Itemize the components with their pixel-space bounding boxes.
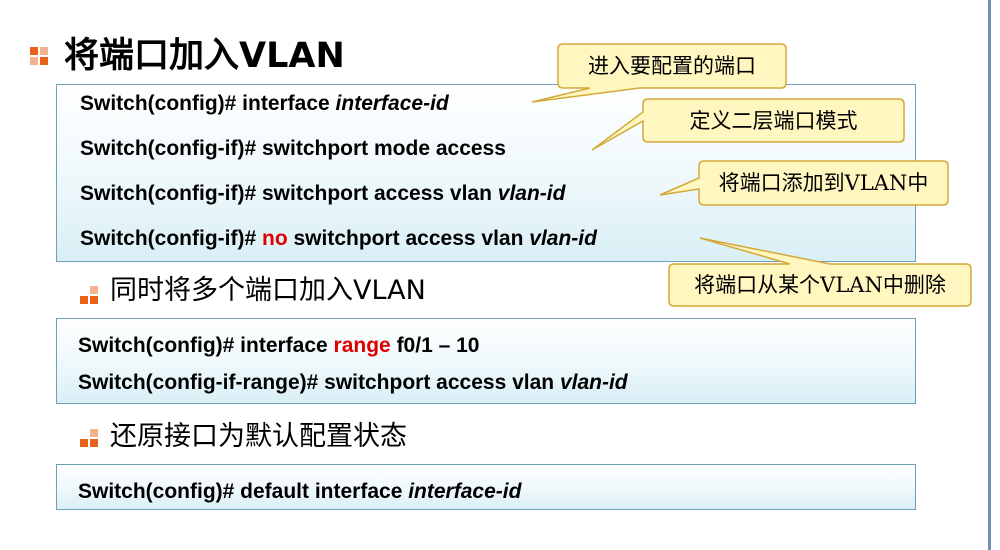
callout-bubble-add-vlan (659, 160, 949, 206)
cmd-line-default-interface: Switch(config)# default interface interf… (78, 480, 522, 503)
callout-remove-vlan: 将端口从某个VLAN中删除 (694, 273, 946, 297)
title-bullet-icon (30, 47, 48, 65)
section-heading-range: 同时将多个端口加入VLAN (110, 275, 426, 306)
section-heading-default: 还原接口为默认配置状态 (110, 421, 407, 452)
command-box-range (56, 318, 916, 404)
command-box-default (56, 464, 916, 510)
callout-l2-mode: 定义二层端口模式 (689, 109, 858, 133)
callout-bubble-remove-vlan (668, 237, 972, 307)
section-bullet-icon (80, 429, 98, 447)
cmd-line-interface-range: Switch(config)# interface range f0/1 – 1… (78, 334, 480, 357)
callout-bubble-l2-mode (591, 98, 905, 151)
cmd-line-access-vlan: Switch(config-if)# switchport access vla… (80, 182, 566, 205)
cmd-line-range-access-vlan: Switch(config-if-range)# switchport acce… (78, 371, 628, 394)
page-title: 将端口加入VLAN (64, 36, 345, 76)
section-bullet-icon (80, 286, 98, 304)
cmd-line-interface: Switch(config)# interface interface-id (80, 92, 449, 115)
callout-bubble-enter-port (531, 43, 787, 103)
cmd-line-no-access-vlan: Switch(config-if)# no switchport access … (80, 227, 597, 250)
callout-enter-port: 进入要配置的端口 (588, 54, 756, 78)
callout-add-vlan: 将端口添加到VLAN中 (718, 171, 929, 195)
cmd-line-switchport-mode: Switch(config-if)# switchport mode acces… (80, 137, 506, 160)
slide-right-border (988, 0, 991, 550)
